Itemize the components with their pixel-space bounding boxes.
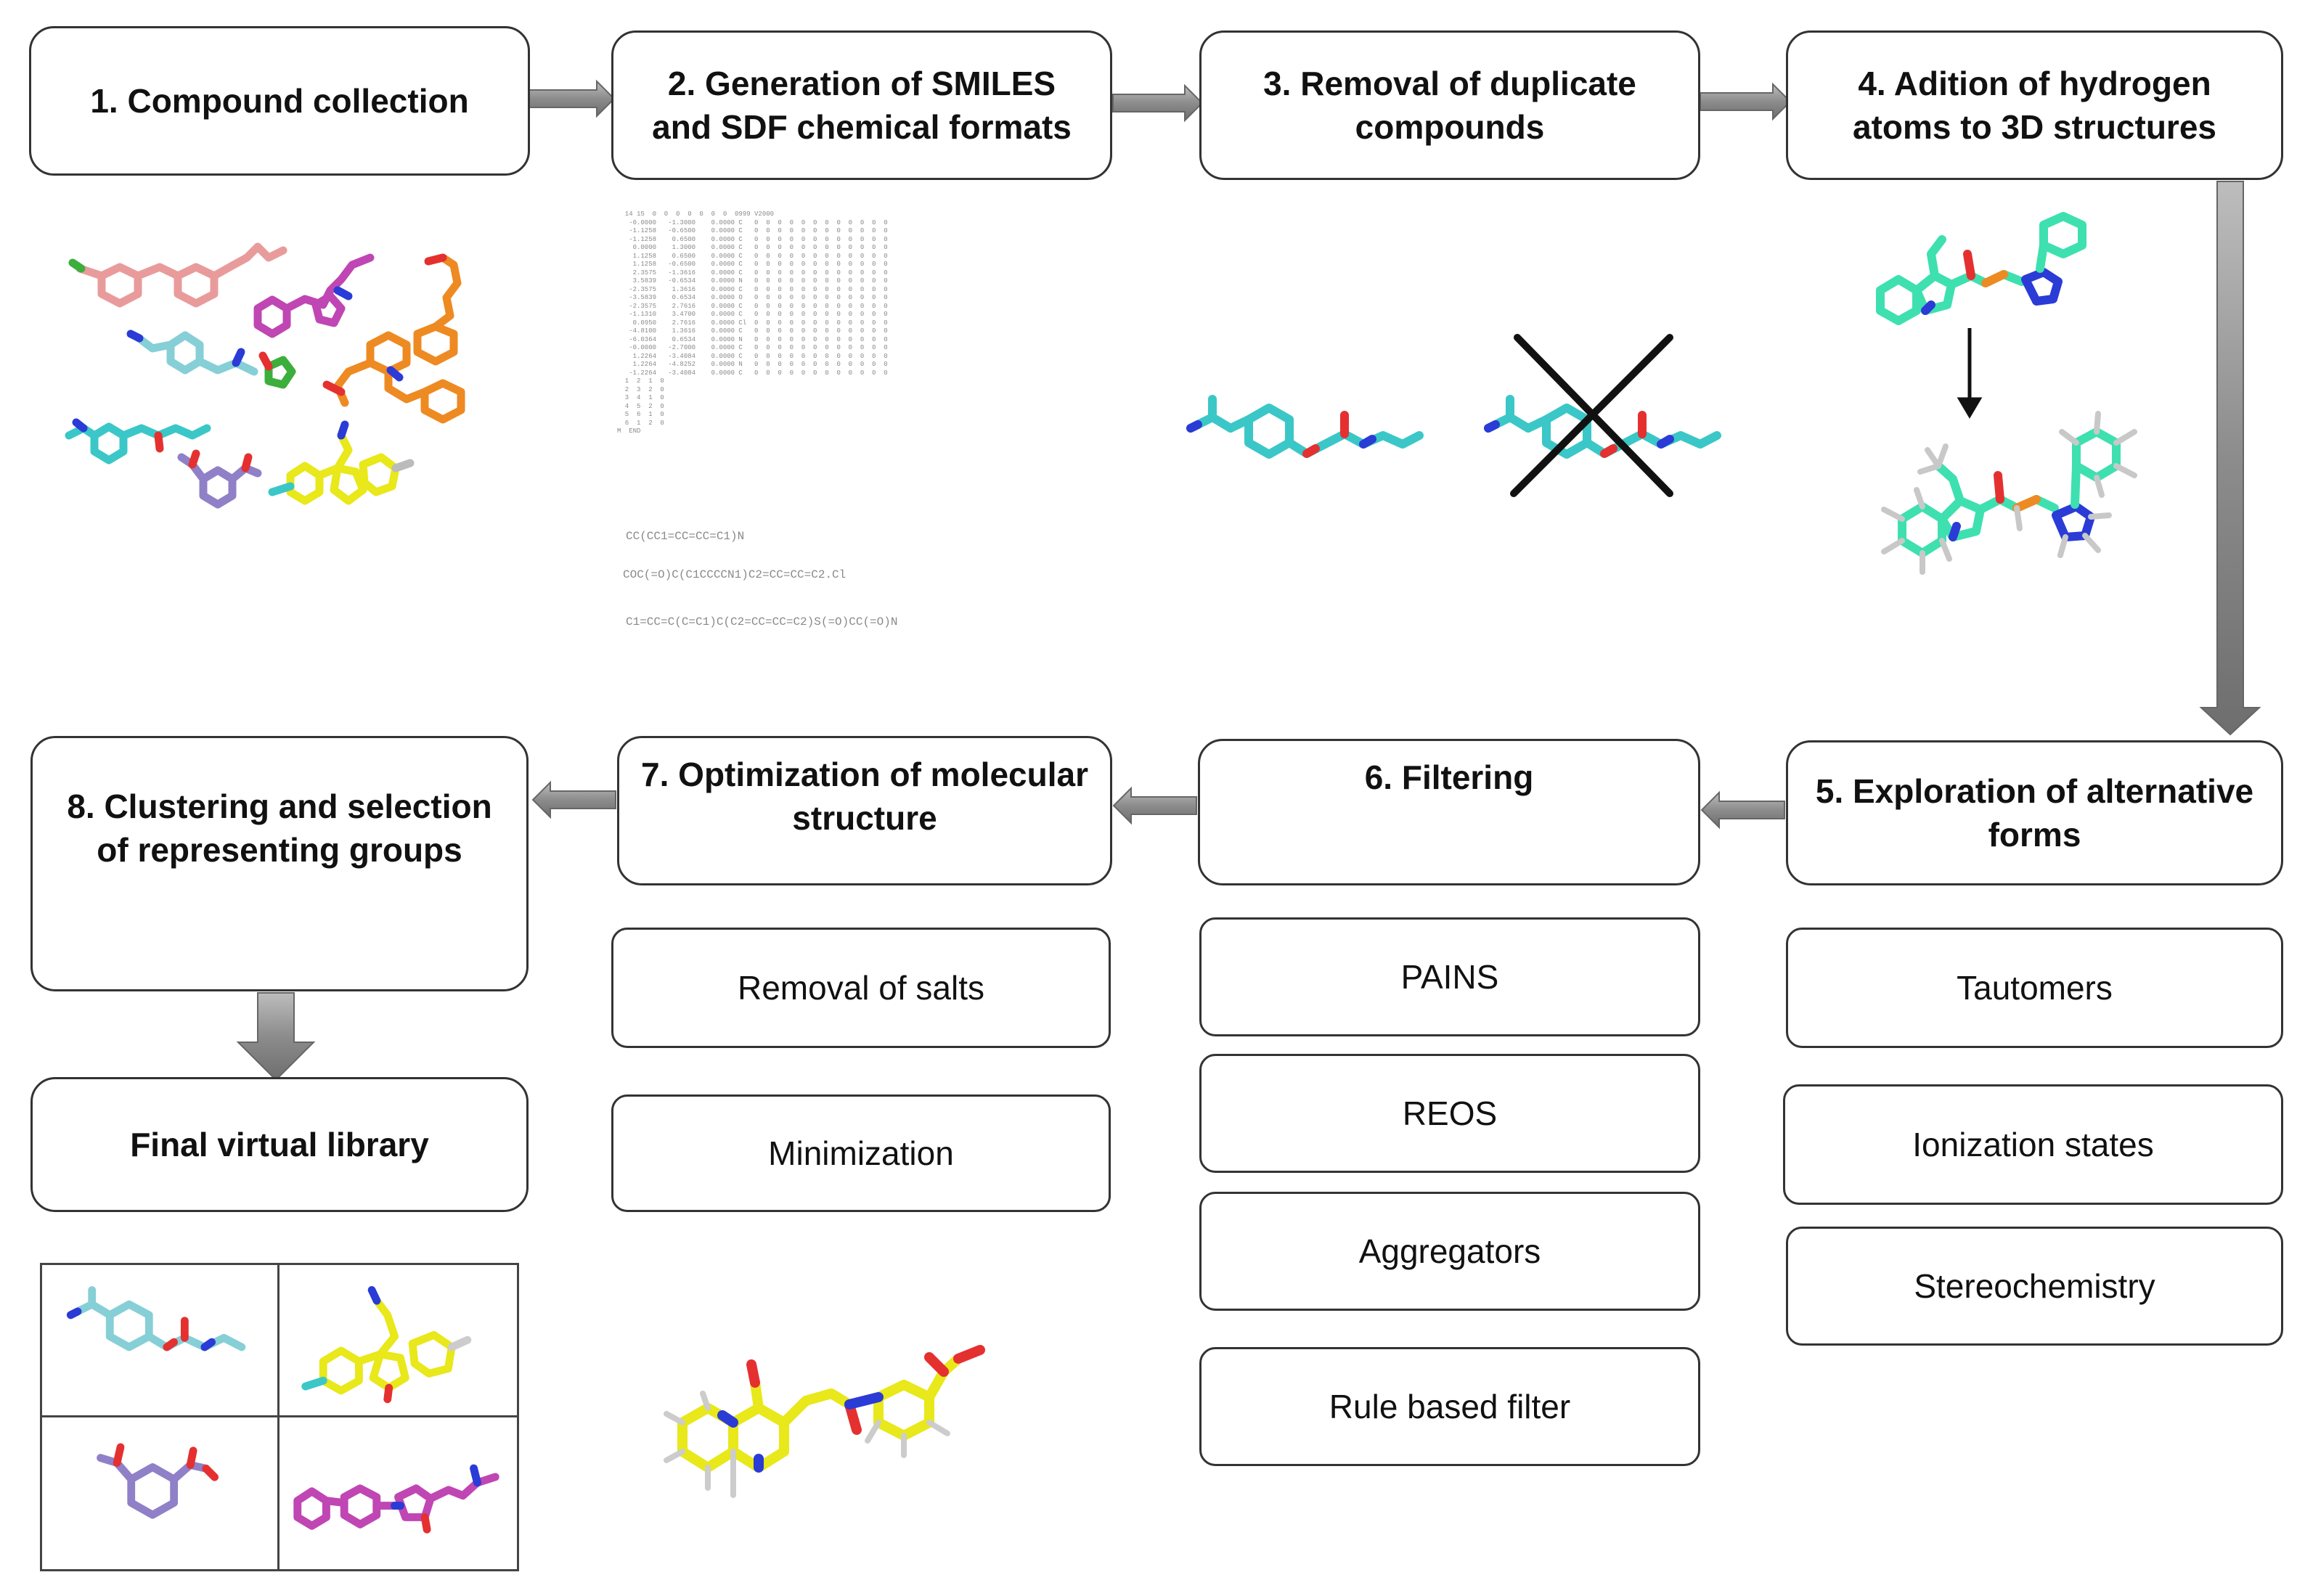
substep-aggregators: Aggregators [1199,1192,1700,1311]
substep-ionization-states: Ionization states [1783,1084,2283,1205]
step-8-label: 8. Clustering and selection of represent… [67,787,492,869]
step-8-box: 8. Clustering and selection of represent… [30,736,529,991]
molecule-green [258,351,296,389]
molecule-orange [322,253,465,424]
arrow-8-to-final [236,992,316,1081]
step-5-label: 5. Exploration of alternative forms [1815,772,2254,854]
smiles-line-3: C1=CC=C(C=C1)C(C2=CC=CC=C2)S(=O)CC(=O)N [626,615,898,629]
substep-tautomers: Tautomers [1786,928,2283,1048]
step-3-box: 3. Removal of duplicate compounds [1199,30,1700,180]
molecule-purple [177,449,262,509]
arrow-5-to-6 [1700,790,1785,830]
molecule-yellow [268,420,415,505]
hydrogen-atoms [1881,411,2137,575]
hydrogen-arrow [1957,328,1983,419]
grid-cell-4 [280,1417,517,1570]
molecule-kept [1186,395,1424,459]
substep-rule-based-filter: Rule based filter [1199,1347,1700,1466]
grid-cell-1 [42,1265,280,1417]
substep-minimization: Minimization [611,1094,1111,1212]
step-4-box: 4. Adition of hydrogen atoms to 3D struc… [1786,30,2283,180]
chemical-formats-panel: 14 15 0 0 0 0 0 0 0 0999 V2000 -0.0000 -… [617,210,922,639]
substep-label: Removal of salts [737,969,984,1007]
grid-cell-2 [280,1265,517,1417]
sdf-text-block: 14 15 0 0 0 0 0 0 0 0999 V2000 -0.0000 -… [617,210,888,435]
substep-label: Stereochemistry [1914,1267,2155,1305]
step-2-box: 2. Generation of SMILES and SDF chemical… [611,30,1112,180]
final-library-box: Final virtual library [30,1077,529,1212]
molecule-before-h [1876,212,2086,325]
substep-label: Rule based filter [1329,1388,1571,1425]
step-5-box: 5. Exploration of alternative forms [1786,740,2283,885]
molecule-salmon [68,242,287,308]
molecule-magenta [253,253,375,338]
compound-collection-molecules [65,242,465,509]
step-3-label: 3. Removal of duplicate compounds [1263,65,1636,146]
substep-label: REOS [1402,1094,1498,1132]
arrow-3-to-4 [1700,82,1792,121]
grid-cell-3 [42,1417,280,1569]
arrow-1-to-2 [528,79,616,118]
smiles-line-1: CC(CC1=CC=CC=C1)N [626,530,745,543]
substep-label: PAINS [1400,958,1499,996]
step-6-label: 6. Filtering [1364,758,1534,796]
substep-reos: REOS [1199,1054,1700,1173]
hydrogen-addition-molecules [1876,212,2137,575]
molecule-lightblue-final [66,1286,246,1351]
step-1-box: 1. Compound collection [29,26,530,176]
molecule-yellow-final [301,1286,472,1404]
substep-label: Minimization [768,1134,954,1172]
step-2-label: 2. Generation of SMILES and SDF chemical… [652,65,1072,146]
final-library-grid [40,1263,519,1571]
substep-label: Tautomers [1957,969,2113,1007]
step-6-box: 6. Filtering [1198,739,1700,885]
arrow-6-to-7 [1112,786,1197,825]
substep-stereochemistry: Stereochemistry [1786,1227,2283,1346]
step-1-label: 1. Compound collection [90,82,469,120]
step-7-box: 7. Optimization of molecular structure [617,736,1112,885]
smiles-line-2: COC(=O)C(C1CCCCN1)C2=CC=CC=C2.Cl [623,568,846,581]
molecule-teal [65,418,211,465]
step-4-label: 4. Adition of hydrogen atoms to 3D struc… [1852,65,2216,146]
duplicate-compounds-illustration [1186,334,1721,497]
molecule-magenta-final [293,1464,499,1534]
step-7-label: 7. Optimization of molecular structure [641,756,1088,837]
molecule-purple-final [97,1443,219,1519]
cross-mark-icon [1510,334,1673,497]
substep-removal-of-salts: Removal of salts [611,928,1111,1048]
arrow-2-to-3 [1112,83,1204,123]
molecule-lightblue [126,330,258,376]
optimized-molecule [664,1345,985,1498]
molecule-duplicate [1484,395,1721,459]
substep-label: Ionization states [1912,1126,2154,1163]
substep-pains: PAINS [1199,917,1700,1036]
substep-label: Aggregators [1358,1232,1541,1270]
arrow-7-to-8 [531,780,616,819]
final-library-label: Final virtual library [130,1126,429,1163]
arrow-4-to-5 [2199,181,2261,736]
